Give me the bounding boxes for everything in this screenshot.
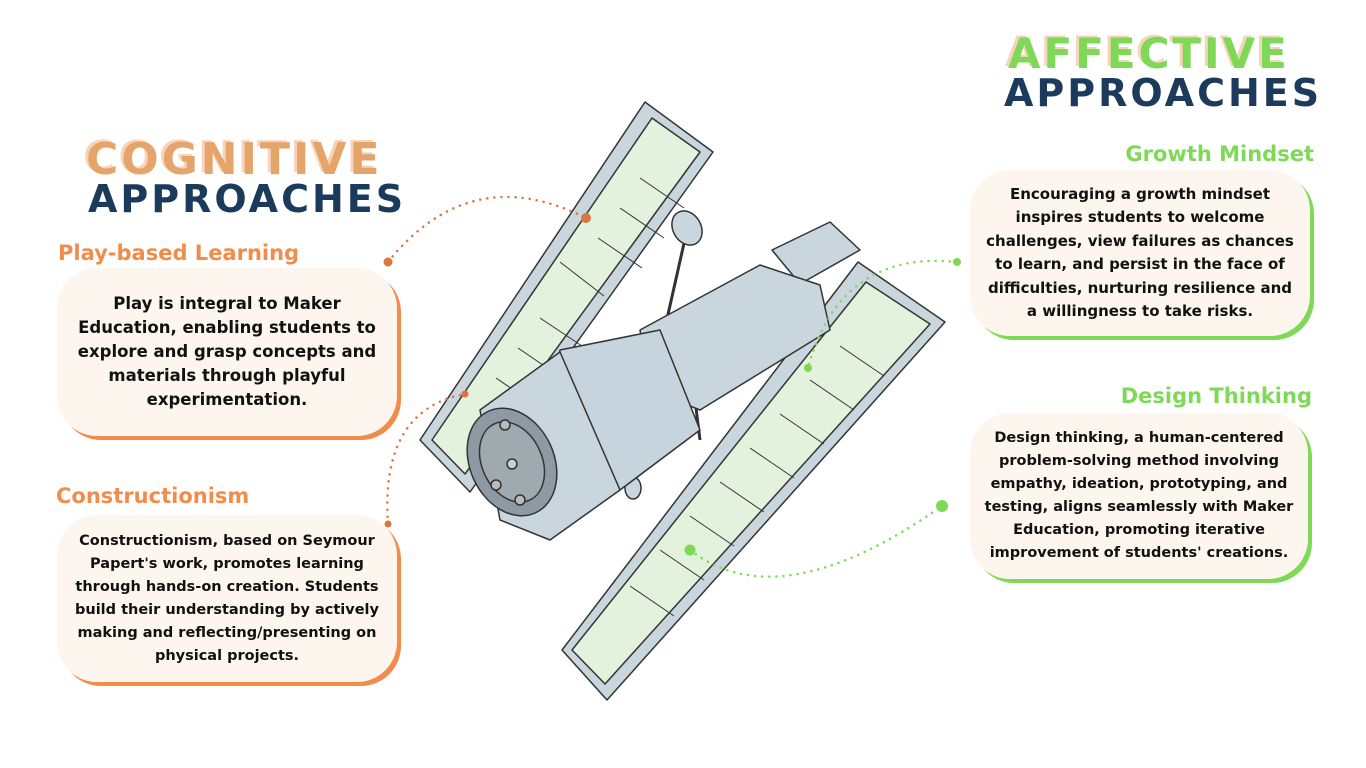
constructionism-heading: Constructionism xyxy=(56,484,250,508)
telescope-body xyxy=(639,264,831,411)
affective-title: AFFECTIVE xyxy=(1008,29,1290,78)
constructionism-text: Constructionism, based on Seymour Papert… xyxy=(75,532,379,664)
connector-dot xyxy=(684,544,696,556)
play-based-learning-text: Play is integral to Maker Education, ena… xyxy=(77,294,377,409)
play-based-learning-card: Play is integral to Maker Education, ena… xyxy=(57,268,397,436)
connector-dot xyxy=(461,390,469,398)
dish-antenna xyxy=(671,210,703,246)
connector-line xyxy=(688,504,944,578)
connector-line xyxy=(806,259,959,370)
play-based-learning-heading: Play-based Learning xyxy=(58,241,300,265)
cognitive-subtitle: APPROACHES xyxy=(88,177,407,221)
connector-dot xyxy=(581,213,591,223)
affective-subtitle: APPROACHES xyxy=(1004,71,1323,115)
design-thinking-heading: Design Thinking xyxy=(1120,384,1312,408)
connector-dot xyxy=(383,257,393,267)
design-thinking-text: Design thinking, a human-centered proble… xyxy=(984,430,1294,561)
design-thinking-card: Design thinking, a human-centered proble… xyxy=(970,413,1308,579)
connector-dot xyxy=(804,364,812,372)
connector-dot xyxy=(384,520,392,528)
connector-line xyxy=(386,195,588,264)
growth-mindset-text: Encouraging a growth mindset inspires st… xyxy=(986,184,1294,321)
growth-mindset-heading: Growth Mindset xyxy=(1125,142,1314,166)
cognitive-title: COGNITIVE xyxy=(86,134,383,185)
connector-dot xyxy=(936,500,948,512)
constructionism-card: Constructionism, based on Seymour Papert… xyxy=(57,515,397,682)
growth-mindset-card: Encouraging a growth mindset inspires st… xyxy=(970,170,1310,336)
connector-dot xyxy=(953,258,961,266)
connector-line xyxy=(386,392,467,526)
